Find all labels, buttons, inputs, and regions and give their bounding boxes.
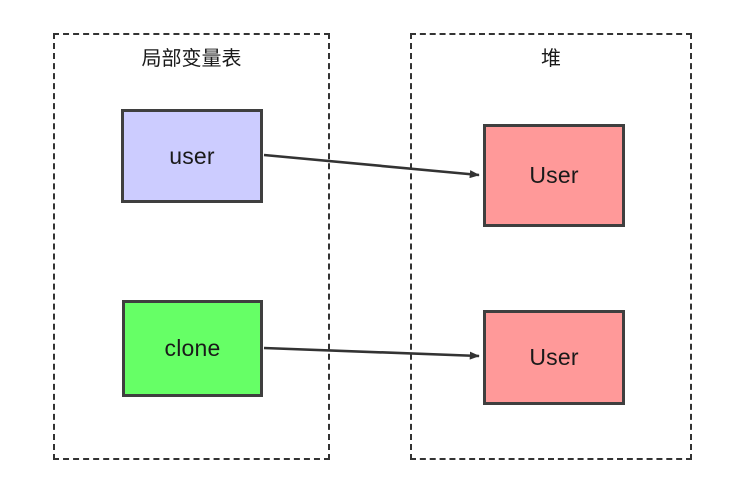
region-local-variable-table-title: 局部变量表	[141, 48, 242, 70]
region-local-variable-table: 局部变量表	[53, 33, 330, 460]
region-heap: 堆	[410, 33, 692, 460]
node-clone-variable[interactable]: clone	[122, 300, 263, 397]
node-user-object-2[interactable]: User	[483, 310, 625, 405]
node-clone-variable-label: clone	[164, 335, 221, 361]
node-user-variable[interactable]: user	[121, 109, 263, 203]
node-user-object-2-label: User	[529, 344, 579, 370]
region-heap-title: 堆	[541, 48, 561, 70]
node-user-variable-label: user	[169, 142, 215, 169]
node-user-object-1[interactable]: User	[483, 124, 625, 227]
node-user-object-1-label: User	[529, 162, 579, 188]
